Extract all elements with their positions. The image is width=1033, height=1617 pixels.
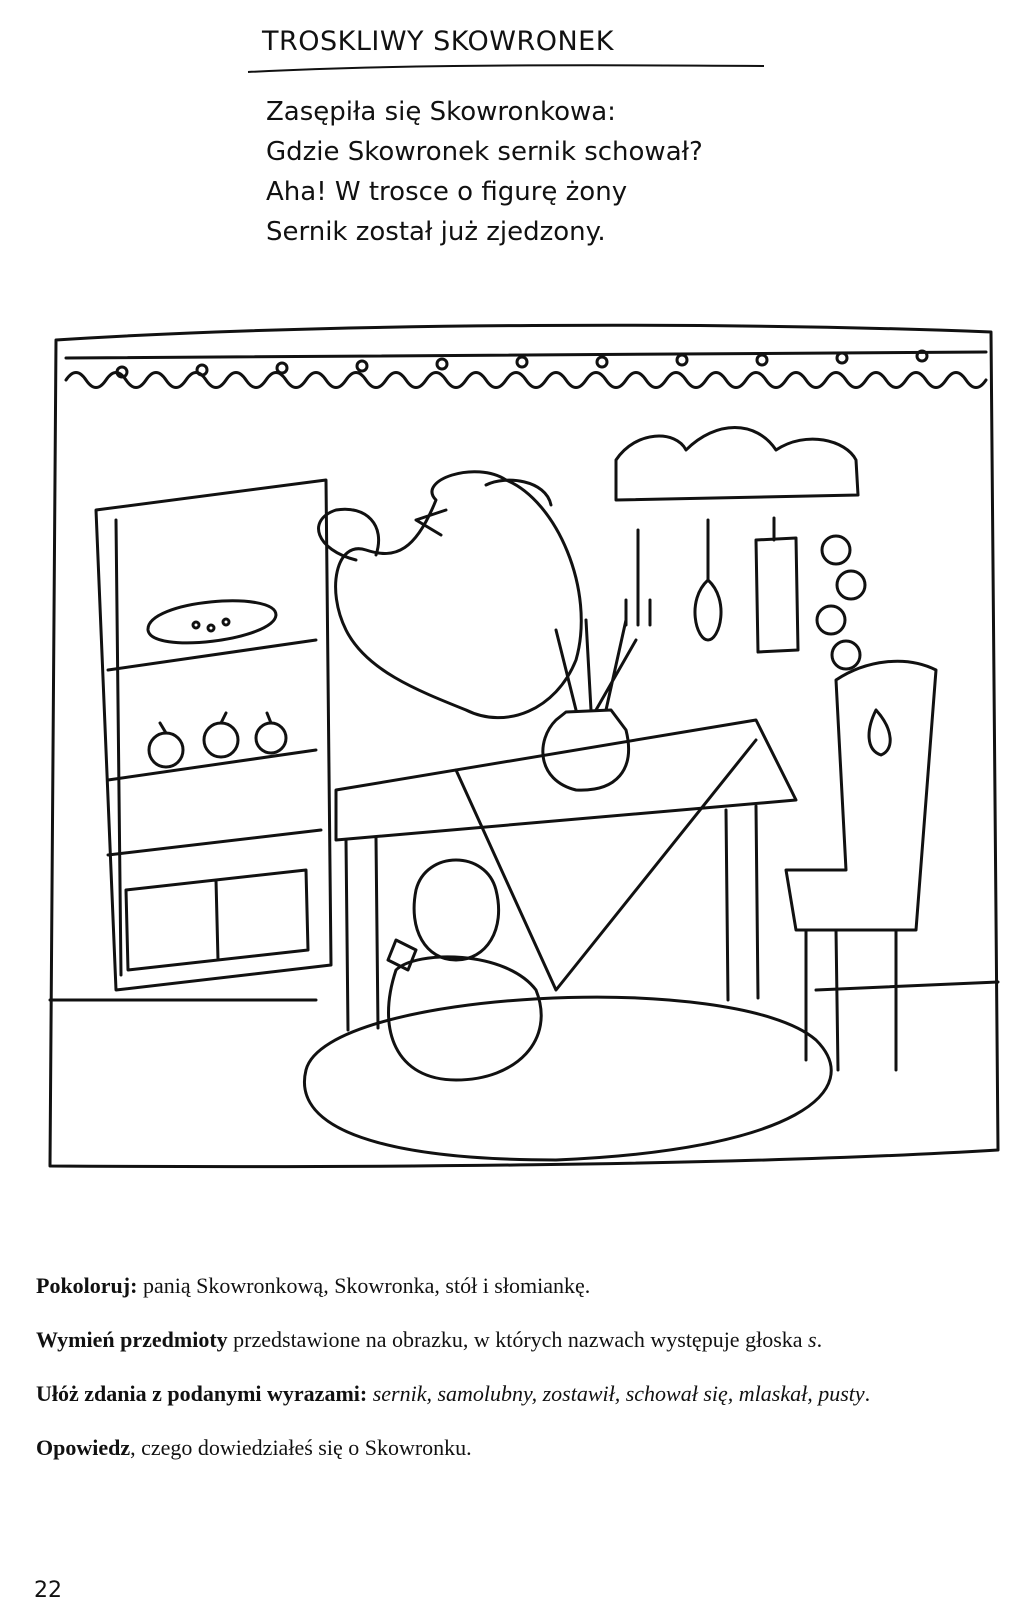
task-italic: sernik, samolubny, zostawił, schował się… [372, 1381, 865, 1406]
page-title: TROSKLIWY SKOWRONEK [262, 26, 614, 57]
wavy-border [64, 371, 988, 389]
table [334, 718, 798, 842]
chair [784, 659, 938, 932]
poem-line-4: Sernik został już zjedzony. [266, 217, 606, 247]
task-label: Opowiedz [36, 1435, 131, 1460]
task-tail: . [864, 1381, 871, 1406]
task-italic: s [808, 1327, 817, 1352]
poem-line-3: Aha! W trosce o figurę żony [266, 177, 628, 207]
task-color: Pokoloruj: panią Skowronkową, Skowronka,… [36, 1270, 1031, 1302]
task-text: , czego dowiedziałeś się o Skowronku. [130, 1435, 472, 1460]
utensil-rack [614, 426, 860, 502]
task-list: Pokoloruj: panią Skowronkową, Skowronka,… [36, 1270, 1031, 1486]
skowronek [412, 858, 501, 962]
poem: Zasępiła się Skowronkowa: Gdzie Skowrone… [266, 92, 703, 252]
poem-line-2: Gdzie Skowronek sernik schował? [266, 137, 703, 167]
hen [334, 470, 583, 720]
kitchen-illustration [48, 323, 1000, 1169]
rug [303, 995, 833, 1162]
task-text: panią Skowronkową, Skowronka, stół i sło… [137, 1273, 591, 1298]
title-underline [247, 64, 765, 73]
task-label: Pokoloruj: [36, 1273, 138, 1298]
cupboard [94, 478, 333, 992]
task-label: Ułóż zdania z podanymi wyrazami: [36, 1381, 368, 1406]
task-sentences: Ułóż zdania z podanymi wyrazami: sernik,… [36, 1378, 1031, 1410]
task-tail: . [816, 1327, 823, 1352]
vase [541, 708, 631, 792]
illustration-frame [48, 323, 1000, 1169]
page-number: 22 [34, 1578, 62, 1603]
task-label: Wymień przedmioty [36, 1327, 228, 1352]
task-name-items: Wymień przedmioty przedstawione na obraz… [36, 1324, 1031, 1356]
task-tell: Opowiedz, czego dowiedziałeś się o Skowr… [36, 1432, 1031, 1464]
poem-line-1: Zasępiła się Skowronkowa: [266, 97, 616, 127]
task-text: przedstawione na obrazku, w których nazw… [227, 1327, 809, 1352]
